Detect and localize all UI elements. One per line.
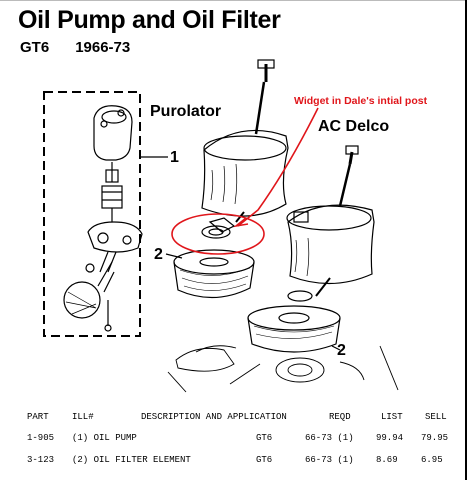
table-header-row: PART ILL# DESCRIPTION AND APPLICATION RE… (0, 412, 467, 426)
annotation-arrow (237, 107, 319, 227)
oil-pump-drawing (63, 105, 143, 332)
sell-price-cell: 6.95 (421, 455, 443, 465)
table-row: 3-123 (2) OIL FILTER ELEMENT GT6 66-73 (… (0, 455, 467, 469)
application-cell: GT6 (256, 433, 273, 443)
purolator-filter-canister (201, 59, 289, 239)
item-2-callout-left: 2 (154, 246, 163, 263)
item-1-callout: 1 (170, 149, 179, 166)
part-number-cell: 3-123 (27, 455, 55, 465)
description-cell: (1) OIL PUMP (72, 433, 137, 443)
column-header: SELL (425, 412, 447, 422)
years-label: 1966-73 (75, 39, 131, 56)
list-price-cell: 99.94 (376, 433, 404, 443)
engine-block-outline (167, 345, 399, 393)
purolator-filter-element (165, 249, 255, 299)
oil-pump-dashed-box (43, 91, 141, 337)
purolator-label: Purolator (150, 103, 222, 120)
description-cell: (2) OIL FILTER ELEMENT (72, 455, 191, 465)
sell-price-cell: 79.95 (421, 433, 449, 443)
column-header: ILL# (72, 412, 94, 422)
reqd-cell: 66-73 (1) (305, 433, 354, 443)
annotation-highlight-circle (171, 213, 265, 255)
reqd-cell: 66-73 (1) (305, 455, 354, 465)
page-title: Oil Pump and Oil Filter (18, 6, 281, 34)
list-price-cell: 8.69 (376, 455, 398, 465)
column-header: LIST (381, 412, 403, 422)
part-number-cell: 1-905 (27, 433, 55, 443)
page-subtitle: GT6 1966-73 (20, 39, 130, 56)
item-2-callout-right: 2 (337, 342, 346, 359)
table-row: 1-905 (1) OIL PUMP GT6 66-73 (1) 99.94 7… (0, 433, 467, 447)
exploded-view-illustration (43, 59, 399, 393)
ac-delco-label: AC Delco (318, 118, 390, 135)
annotation-text: Widget in Dale's intial post (294, 95, 428, 107)
ac-delco-filter-canister (286, 145, 375, 302)
application-cell: GT6 (256, 455, 273, 465)
top-border (0, 0, 467, 1)
column-header: REQD (329, 412, 351, 422)
column-header: PART (27, 412, 49, 422)
ac-delco-filter-element (247, 305, 341, 353)
column-header: DESCRIPTION AND APPLICATION (141, 412, 287, 422)
model-label: GT6 (20, 39, 50, 56)
right-border (465, 0, 467, 480)
